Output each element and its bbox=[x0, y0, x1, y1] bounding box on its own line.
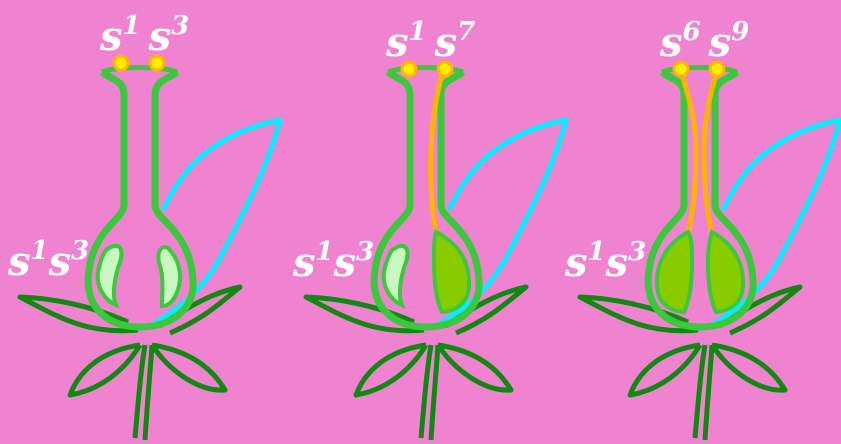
ovule-right-fertilized bbox=[708, 232, 743, 312]
allele-letter: s bbox=[48, 238, 72, 285]
allele-letter: s bbox=[99, 13, 123, 60]
allele-letter: s bbox=[148, 13, 172, 60]
allele-letter: s bbox=[434, 19, 458, 66]
pistil bbox=[88, 56, 193, 327]
allele-number: 1 bbox=[316, 237, 334, 267]
allele-letter: s bbox=[659, 19, 683, 66]
allele-number: 7 bbox=[457, 17, 475, 47]
pistil-genotype-label: s1s3 bbox=[564, 237, 646, 286]
allele-letter: s bbox=[564, 239, 588, 286]
allele-number: 9 bbox=[731, 17, 749, 47]
allele-number: 3 bbox=[171, 11, 189, 41]
pistil bbox=[374, 62, 479, 327]
leaves bbox=[20, 287, 240, 440]
ovule-left bbox=[98, 246, 122, 305]
allele-letter: s bbox=[7, 238, 31, 285]
allele-number: 1 bbox=[409, 17, 427, 47]
allele-letter: s bbox=[333, 239, 357, 286]
allele-letter: s bbox=[605, 239, 629, 286]
stigma bbox=[102, 68, 177, 73]
ovule-left-fertilized bbox=[657, 232, 692, 312]
pistil bbox=[648, 62, 753, 327]
allele-letter: s bbox=[708, 19, 732, 66]
ovule-left bbox=[384, 246, 408, 305]
allele-letter: s bbox=[292, 239, 316, 286]
leaves bbox=[580, 287, 800, 440]
allele-number: 1 bbox=[123, 11, 141, 41]
allele-letter: s bbox=[385, 19, 409, 66]
pistil-genotype-label: s1s3 bbox=[292, 237, 374, 286]
allele-number: 6 bbox=[683, 17, 701, 47]
pistil-genotype-label: s1s3 bbox=[7, 236, 89, 285]
allele-number: 3 bbox=[71, 236, 89, 266]
allele-number: 1 bbox=[31, 236, 49, 266]
ovule-right-fertilized bbox=[434, 232, 469, 312]
ovule-right bbox=[158, 247, 180, 306]
allele-number: 3 bbox=[628, 237, 646, 267]
leaves bbox=[306, 287, 526, 440]
allele-number: 1 bbox=[588, 237, 606, 267]
allele-number: 3 bbox=[356, 237, 374, 267]
